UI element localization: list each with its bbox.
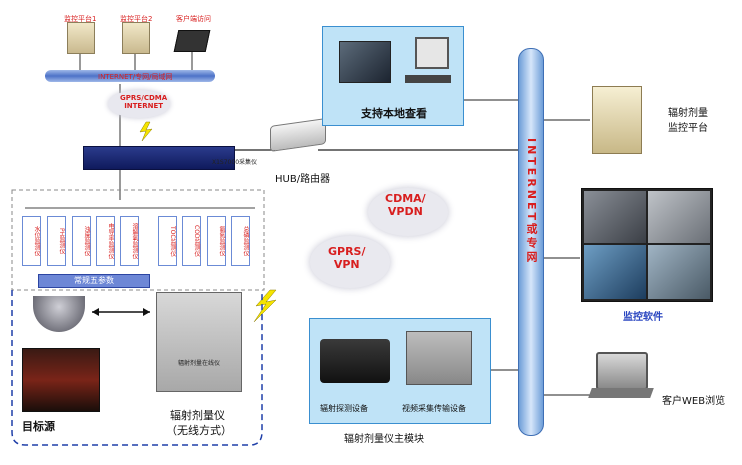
monitor-platform-label: 辐射剂量 监控平台 [668,108,708,134]
device-label: 辐射剂量在线仪 [178,360,221,367]
sensor-item: 浊度监测仪 [72,216,91,266]
module-item-1: 辐射探测设备 [320,404,368,413]
video-tile [648,245,710,299]
sensor-item: 水位监测仪 [22,216,41,266]
laptop-icon [173,30,211,52]
platform-label-1: 监控平台1 [64,15,97,23]
sensor-item: 电导率监测仪 [96,216,115,266]
laptop-web-icon [596,352,648,390]
collector-device [83,146,235,170]
target-source-image [22,348,100,412]
param-bar [38,274,150,288]
laptop-base [588,388,654,398]
keyboard-icon [405,75,451,83]
video-tile [648,191,710,243]
video-tile [584,245,646,299]
video-thumb [339,41,391,83]
monitor-software-label: 监控软件 [623,312,663,323]
sensor-item: 氨氮监测仪 [207,216,226,266]
video-transmitter-icon [406,331,472,385]
sensor-item: 溶解氧监测仪 [120,216,139,266]
platform-label-3: 客户端访问 [176,15,211,23]
target-label: 目标源 [22,420,55,433]
pole-label: INTERNET或专网 [525,138,538,266]
gprs-cloud [310,236,390,288]
gprs-label: GPRS/ VPN [328,245,366,271]
platform-label-2: 监控平台2 [120,15,153,23]
local-view-label: 支持本地查看 [361,107,427,120]
internet-pole [518,48,544,436]
module-caption: 辐射剂量仪主模块 [344,434,424,445]
module-box: 辐射探测设备 视频采集传输设备 [309,318,491,424]
sensor-item: 总磷监测仪 [231,216,250,266]
sensor-item: PH监测仪 [47,216,66,266]
collector-label: X1S7000采集仪 [212,159,258,166]
meter-label: 辐射剂量仪 [170,409,225,422]
cdma-label: CDMA/ VPDN [385,192,426,218]
desktop-computer-icon [415,37,449,69]
network-bar [45,70,215,82]
sensor-item: TOC监测仪 [158,216,177,266]
sensor-item: COD监测仪 [182,216,201,266]
detector-device-icon [320,339,390,383]
hub-label: HUB/路由器 [275,174,331,185]
server-icon [122,22,150,54]
network-bar-label: INTERNET/专网/局域网 [98,73,173,81]
video-grid [581,188,713,302]
monitor-server-icon [592,86,642,154]
radiation-meter-device [156,292,242,392]
gprs-cloud-top [108,90,170,118]
module-item-2: 视频采集传输设备 [402,404,466,413]
web-label: 客户WEB浏览 [662,396,726,407]
server-icon [67,22,95,54]
param-bar-label: 常规五参数 [74,276,114,285]
video-tile [584,191,646,243]
cdma-cloud [368,188,448,236]
meter-sub-label: （无线方式） [166,424,232,437]
local-view-box: 支持本地查看 [322,26,464,126]
gprs-cloud-top-label: GPRS/CDMA INTERNET [120,94,168,110]
